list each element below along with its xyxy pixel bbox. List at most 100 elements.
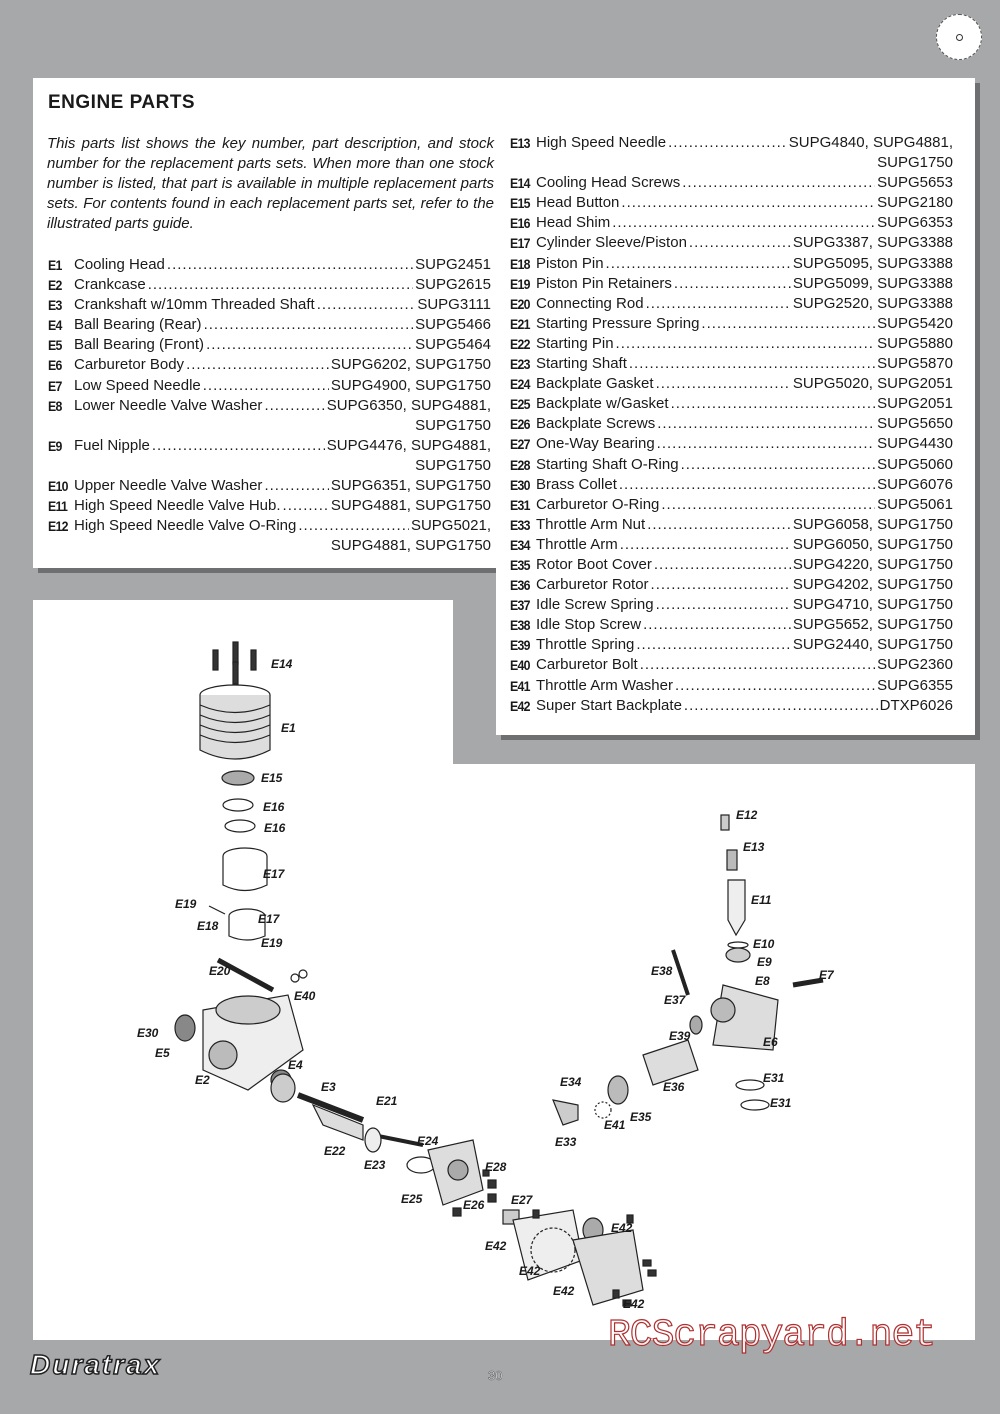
part-number-continued: SUPG1750 [415,416,491,434]
carburetor [552,814,824,1126]
part-number: SUPG4220, SUPG1750 [792,555,953,573]
part-callout-label: E40 [294,989,316,1003]
part-callout-label: E14 [271,657,293,671]
part-number: SUPG5652, SUPG1750 [792,616,953,634]
part-callout-label: E35 [630,1110,652,1124]
leader-dots [203,376,329,396]
part-callout-label: E22 [324,1144,346,1158]
part-description: Carburetor O-Ring [536,494,662,515]
leader-dots [656,374,791,394]
part-callout-label: E42 [611,1221,633,1235]
leader-dots [167,255,413,275]
part-number: SUPG4900, SUPG1750 [330,376,491,394]
part-description: Throttle Arm Washer [536,675,675,696]
part-callout-label: E42 [623,1297,645,1311]
leader-dots [620,535,791,555]
part-callout-label: E42 [519,1264,541,1278]
leader-dots [283,496,329,516]
leader-dots [619,475,875,495]
part-callout-label: E37 [664,993,687,1007]
leader-dots [204,315,414,335]
part-key: E33 [510,516,531,533]
part-callout-label: E21 [376,1094,398,1108]
part-key: E36 [510,577,531,594]
part-description: High Speed Needle Valve Hub. [74,496,283,517]
part-key: E35 [510,556,531,573]
leader-dots [148,275,413,295]
part-callout-label: E42 [485,1239,507,1253]
part-key: E15 [510,195,531,212]
leader-dots [186,355,329,375]
page-number: 30 [488,1368,503,1384]
part-number: SUPG4430 [877,435,953,453]
part-number: SUPG4881, SUPG1750 [330,497,491,515]
part-number: SUPG5095, SUPG3388 [792,254,953,272]
part-number: SUPG2615 [415,276,491,294]
part-callout-label: E41 [604,1118,626,1132]
part-key: E3 [48,297,62,314]
part-number-continued: SUPG1750 [415,456,491,474]
part-key: E9 [48,437,62,454]
part-number: SUPG6350, SUPG4881, [326,396,491,414]
part-key: E21 [510,315,531,332]
part-number: SUPG6050, SUPG1750 [792,535,953,553]
part-number: SUPG2180 [877,194,953,212]
part-callout-label: E5 [155,1046,170,1060]
part-description: Cooling Head [74,255,167,275]
leader-dots [152,436,325,456]
leader-dots [701,314,875,334]
part-callout-label: E7 [819,968,835,982]
part-callout-label: E9 [757,955,772,969]
part-key: E7 [48,377,62,394]
leader-dots [668,133,787,153]
part-number: SUPG6058, SUPG1750 [792,515,953,533]
part-key: E28 [510,456,531,473]
part-callout-label: E23 [364,1158,386,1172]
part-key: E38 [510,617,531,634]
part-key: E16 [510,215,531,232]
part-number: SUPG5061 [877,495,953,513]
leader-dots [606,254,791,274]
part-description: Throttle Spring [536,635,637,656]
leader-dots [661,495,875,515]
part-key: E5 [48,337,62,354]
part-callout-label: E33 [555,1135,577,1149]
part-description: Throttle Arm [536,534,620,555]
part-callout-label: E36 [663,1080,685,1094]
part-key: E17 [510,235,531,252]
part-key: E2 [48,277,62,294]
part-number: SUPG4202, SUPG1750 [792,576,953,594]
part-key: E41 [510,677,531,694]
part-callout-label: E15 [261,771,283,785]
part-number: SUPG6202, SUPG1750 [330,356,491,374]
leader-dots [647,515,791,535]
part-key: E26 [510,416,531,433]
part-key: E6 [48,357,62,374]
part-number: SUPG5420 [877,314,953,332]
duratrax-logo: Duratrax [29,1348,162,1381]
part-callout-label: E3 [321,1080,336,1094]
part-key: E37 [510,597,531,614]
part-number: SUPG4476, SUPG4881, [326,436,491,454]
part-callout-label: E8 [755,974,770,988]
leader-dots [671,394,876,414]
part-callout-label: E42 [553,1284,575,1298]
leader-dots [298,516,409,536]
part-number: SUPG2451 [415,256,491,273]
part-description: Head Button [536,193,622,214]
part-callout-label: E27 [511,1193,534,1207]
part-callout-label: E10 [753,937,775,951]
part-number: SUPG5650 [877,415,953,433]
